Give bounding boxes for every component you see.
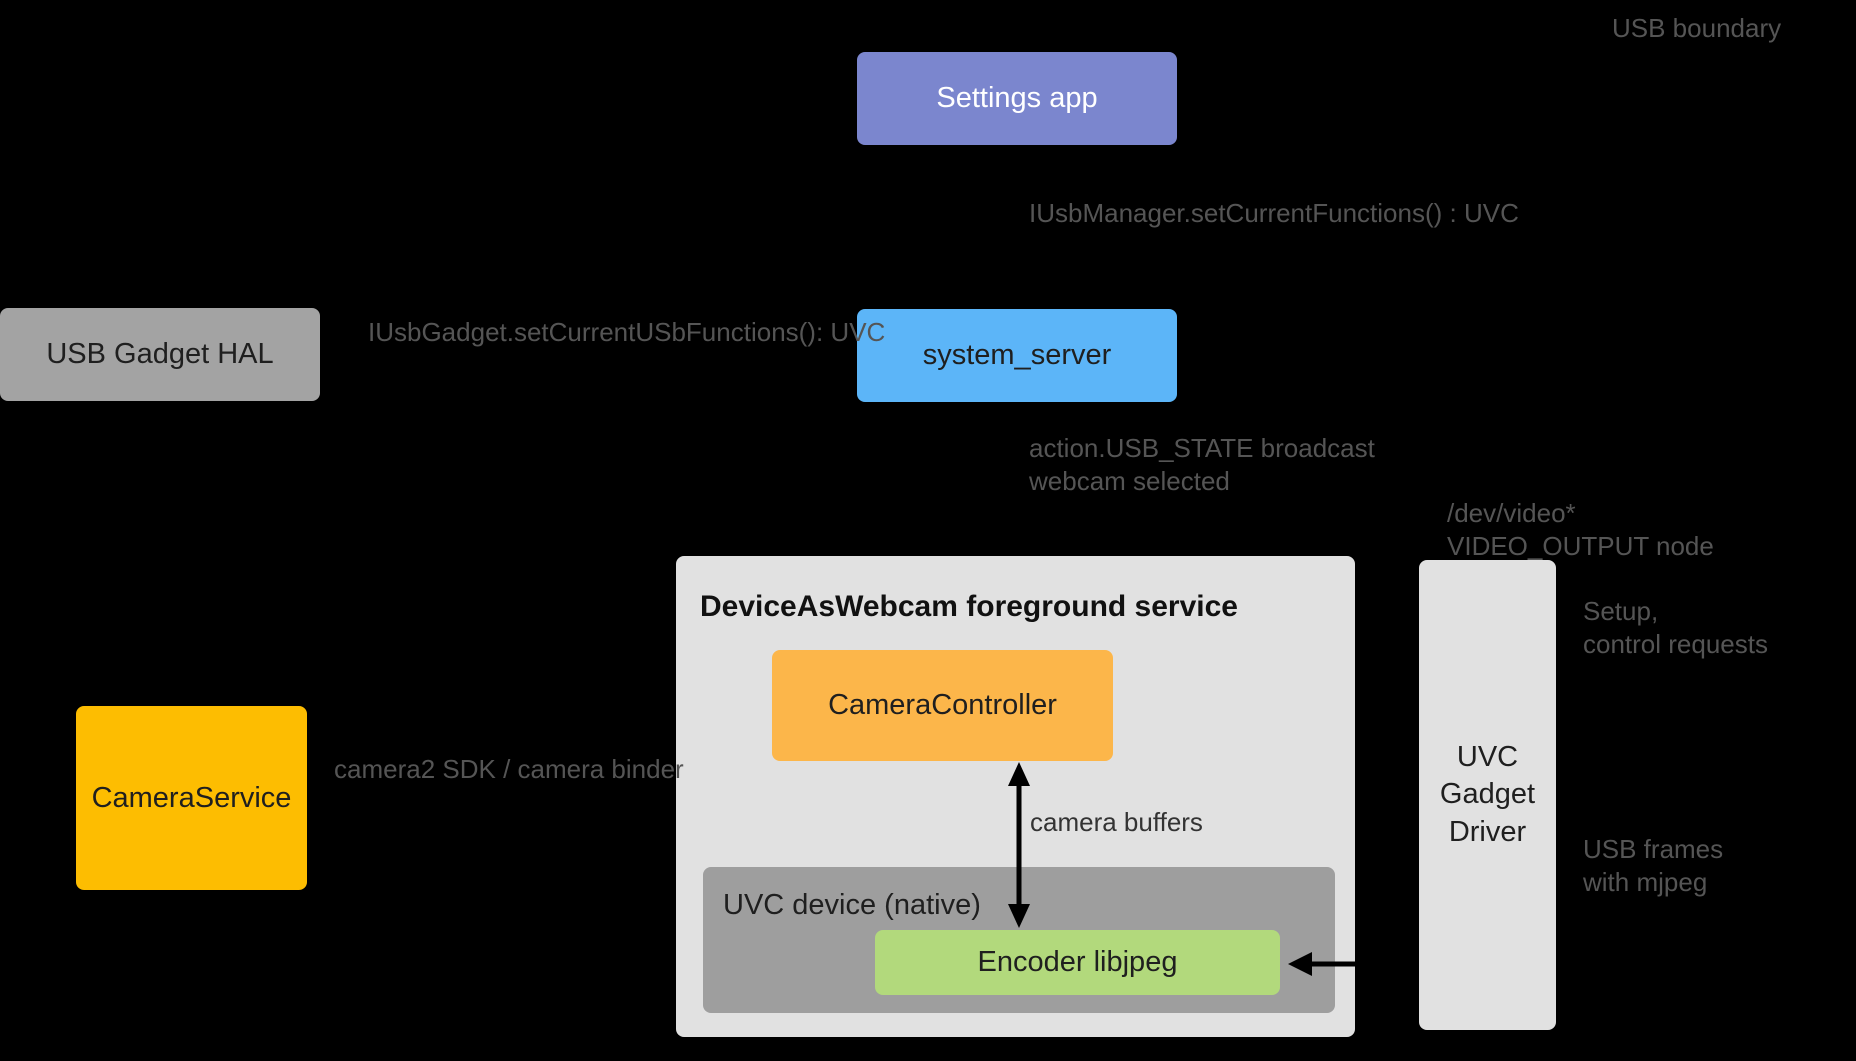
node-camera-controller[interactable]: CameraController [772,650,1113,761]
annotation-camera-buffers: camera buffers [1030,807,1203,837]
node-encoder-libjpeg-label: Encoder libjpeg [977,946,1178,979]
node-settings-app-label: Settings app [936,82,1098,115]
node-camera-controller-label: CameraController [828,689,1057,722]
annotation-camera2-sdk-camera-binder: camera2 SDK / camera binder [334,754,684,784]
annotation-dev-video-node: /dev/video* VIDEO_OUTPUT node [1447,498,1714,562]
annotation-usb-frames-with-mjpeg: USB frames with mjpeg [1583,834,1724,898]
node-uvc-gadget-driver[interactable]: UVC Gadget Driver [1419,560,1556,1030]
annotation-usb-state-broadcast: action.USB_STATE broadcast webcam select… [1029,433,1375,497]
node-uvc-device-native[interactable]: UVC device (native) Encoder libjpeg [703,867,1335,1013]
annotation-iusbmanager-setcurrentfunctions: IUsbManager.setCurrentFunctions() : UVC [1029,198,1519,228]
node-system-server[interactable]: system_server [857,309,1177,402]
node-usb-gadget-hal-label: USB Gadget HAL [46,338,274,371]
annotation-iusbgadget-setcurrentusbfunctions: IUsbGadget.setCurrentUSbFunctions(): UVC [368,317,886,347]
node-usb-gadget-hal[interactable]: USB Gadget HAL [0,308,320,401]
node-settings-app[interactable]: Settings app [857,52,1177,145]
node-camera-service-label: CameraService [91,781,292,814]
node-deviceaswebcam-foreground-service-label: DeviceAsWebcam foreground service [700,590,1238,623]
node-camera-service[interactable]: CameraService [76,706,307,890]
annotation-setup-control-requests: Setup, control requests [1583,596,1768,660]
node-uvc-gadget-driver-label: UVC Gadget Driver [1439,741,1536,848]
node-system-server-label: system_server [922,339,1112,372]
annotation-usb-boundary: USB boundary [1612,13,1782,43]
node-uvc-device-native-label: UVC device (native) [723,889,981,921]
node-encoder-libjpeg[interactable]: Encoder libjpeg [875,930,1280,995]
node-deviceaswebcam-foreground-service[interactable]: DeviceAsWebcam foreground service Camera… [676,556,1355,1037]
